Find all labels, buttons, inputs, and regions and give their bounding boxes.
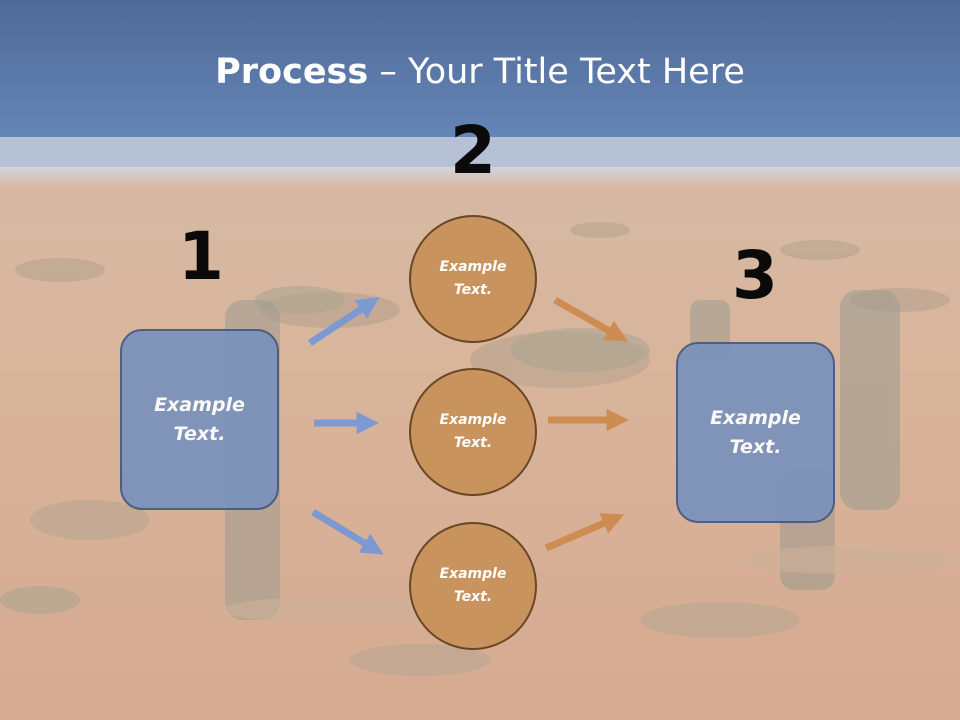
right-box-text: Example Text. [710, 406, 801, 458]
circle-bottom-text: Example Text. [439, 566, 507, 605]
left-box: Example Text. [120, 329, 279, 510]
step-number-2: 2 [450, 112, 496, 189]
circle-middle: Example Text. [409, 368, 537, 496]
circle-bottom: Example Text. [409, 522, 537, 650]
step-number-1: 1 [178, 218, 224, 295]
title-bold: Process [215, 52, 369, 92]
step-number-3: 3 [732, 237, 778, 314]
circle-middle-text: Example Text. [439, 412, 507, 451]
header-fade [0, 167, 960, 187]
slide-title: Process – Your Title Text Here [0, 52, 960, 92]
left-box-text: Example Text. [154, 393, 245, 445]
circle-top-text: Example Text. [439, 259, 507, 298]
right-box: Example Text. [676, 342, 835, 523]
circle-top: Example Text. [409, 215, 537, 343]
title-band [0, 0, 960, 137]
title-rest: – Your Title Text Here [368, 52, 745, 92]
header-stripe [0, 137, 960, 167]
